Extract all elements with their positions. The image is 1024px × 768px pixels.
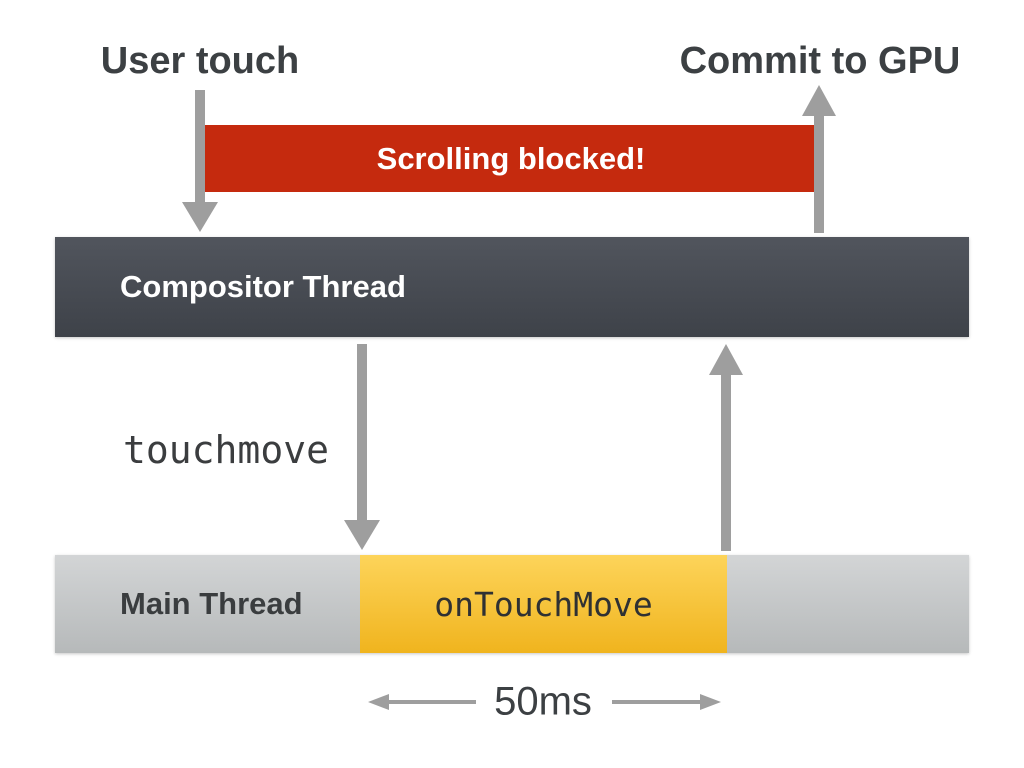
- main-thread-label: Main Thread: [120, 586, 303, 621]
- duration-left-arrow-head-icon: [368, 694, 389, 710]
- scrolling-blocked-label: Scrolling blocked!: [376, 140, 646, 176]
- user-touch-arrow-shaft: [195, 90, 205, 204]
- compositor-thread-bar: Compositor Thread: [55, 237, 969, 337]
- commit-gpu-arrow-head-icon: [802, 85, 836, 116]
- commit-gpu-arrow-shaft: [814, 114, 824, 233]
- ontouchmove-task-segment: onTouchMove: [360, 555, 727, 653]
- user-touch-arrow-head-icon: [182, 202, 218, 232]
- duration-right-arrow-line: [612, 700, 702, 704]
- scrolling-blocked-banner: Scrolling blocked!: [205, 125, 817, 192]
- commit-to-gpu-heading: Commit to GPU: [679, 40, 961, 82]
- touchmove-label: touchmove: [123, 428, 329, 472]
- main-thread-bar: onTouchMove Main Thread: [55, 555, 969, 653]
- return-arrow-head-icon: [709, 344, 743, 375]
- compositor-thread-label: Compositor Thread: [120, 269, 406, 304]
- touchmove-arrow-shaft: [357, 344, 367, 522]
- duration-right-arrow-head-icon: [700, 694, 721, 710]
- duration-label: 50ms: [494, 679, 592, 724]
- touchmove-arrow-head-icon: [344, 520, 380, 550]
- user-touch-heading: User touch: [100, 40, 300, 82]
- ontouchmove-label: onTouchMove: [434, 584, 653, 624]
- duration-left-arrow-line: [386, 700, 476, 704]
- return-arrow-shaft: [721, 373, 731, 551]
